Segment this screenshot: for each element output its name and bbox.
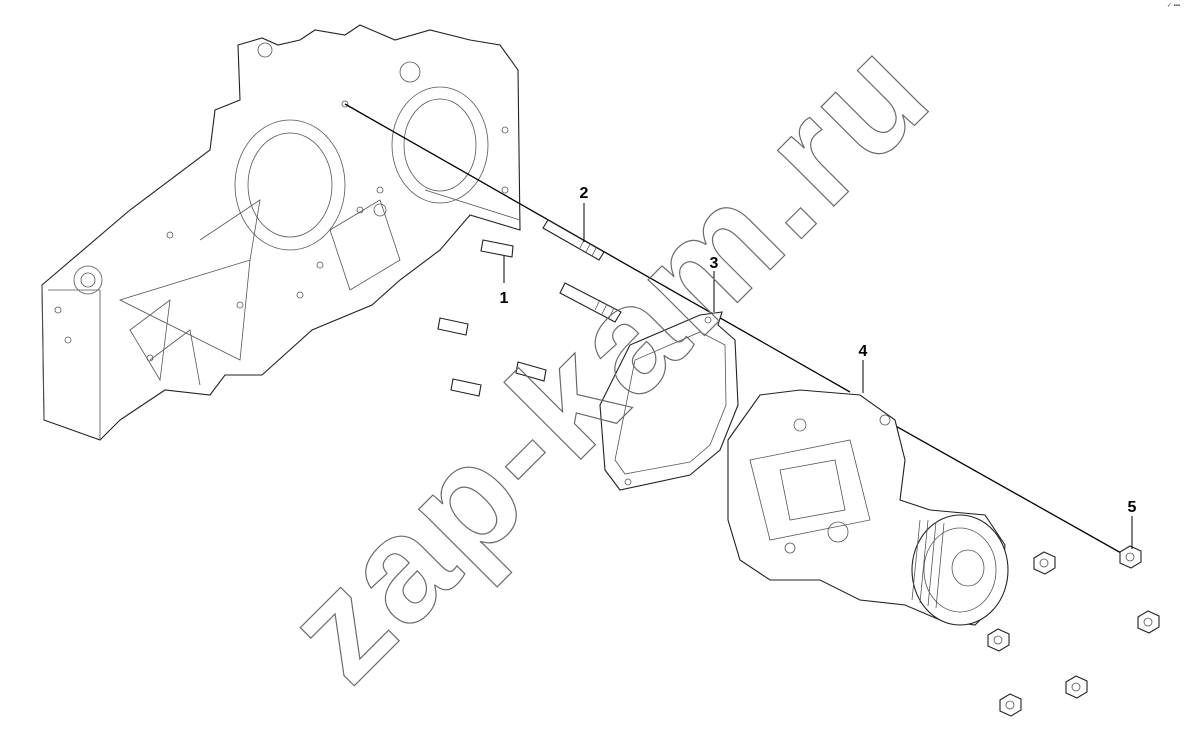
callout-4: 4: [859, 343, 868, 360]
nut: [1065, 675, 1088, 699]
nut: [999, 693, 1022, 717]
callout-3: 3: [710, 255, 719, 272]
nut: [1119, 545, 1142, 569]
long-stud: [542, 219, 605, 261]
nuts-group: [987, 545, 1160, 717]
water-pump: [727, 389, 1009, 626]
gasket: [599, 311, 739, 491]
corner-mark: ✓ ▪▪▪: [1166, 3, 1180, 9]
leader-lines: [503, 203, 1133, 549]
nut: [1033, 551, 1056, 575]
studs-group: [437, 239, 622, 397]
timing-case-housing: [41, 24, 521, 441]
callout-2: 2: [580, 185, 589, 202]
callout-5: 5: [1128, 499, 1137, 516]
nut: [1137, 610, 1160, 634]
nut: [987, 628, 1010, 652]
callout-1: 1: [500, 290, 509, 307]
